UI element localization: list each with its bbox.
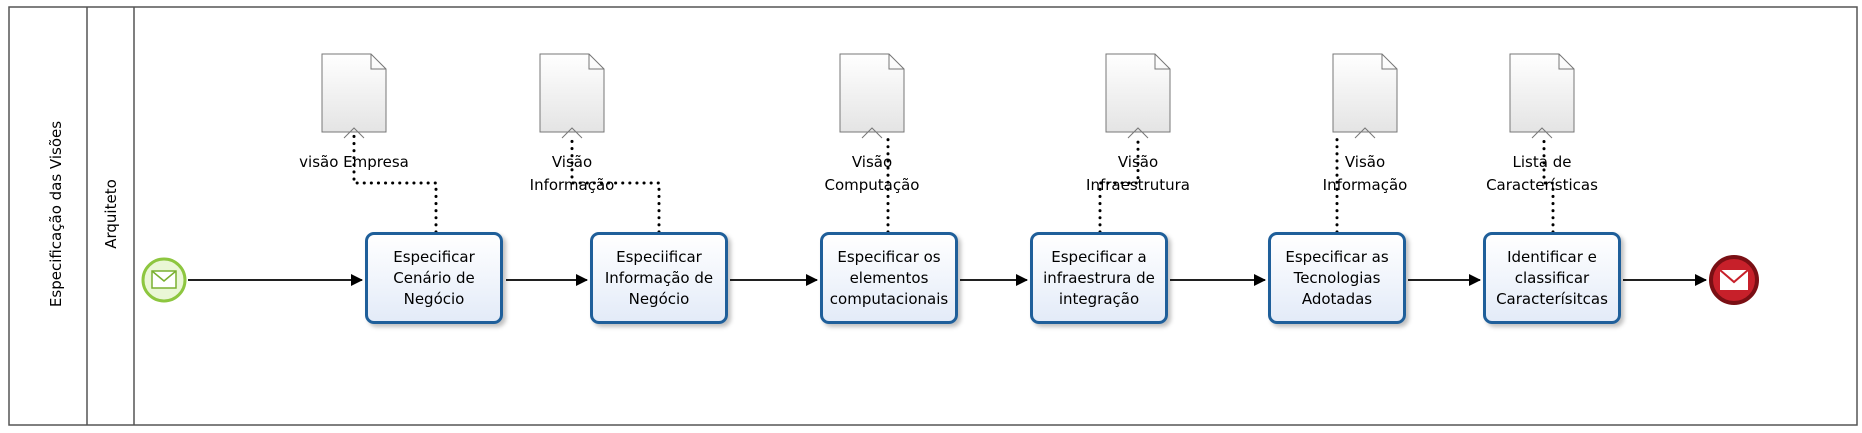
document-label: Visão Informação [529,153,615,194]
task-especificar-tecnologias[interactable]: Especificar as Tecnologias Adotadas [1268,232,1406,324]
document-icon[interactable] [321,53,387,139]
end-event[interactable] [1709,255,1759,305]
envelope-icon [151,270,177,289]
document-label: visão Empresa [299,153,409,171]
document-label: Lista de Características [1486,153,1598,194]
lane-label: Arquiteto [102,179,120,249]
document-icon[interactable] [1509,53,1575,139]
task-especificar-elementos[interactable]: Especificar os elementos computacionais [820,232,958,324]
envelope-icon [1719,269,1749,290]
document-label: Visão Infraestrutura [1086,153,1190,194]
task-identificar-caracteristicas[interactable]: Identificar e classificar Caracterísitca… [1483,232,1621,324]
data-association [570,134,661,234]
task-especificar-informacao[interactable]: Especiificar Informação de Negócio [590,232,728,324]
document-icon[interactable] [839,53,905,139]
start-event[interactable] [141,257,187,303]
task-especificar-cenario[interactable]: Especificar Cenário de Negócio [365,232,503,324]
data-associations [352,134,1555,234]
pool-frame [8,6,1858,426]
data-objects [321,53,1575,139]
pool-label: Especificação das Visões [47,120,65,308]
document-icon[interactable] [539,53,605,139]
document-icon[interactable] [1332,53,1398,139]
task-especificar-infraestrutura[interactable]: Especificar a infraestrura de integração [1030,232,1168,324]
document-label: Visão Informação [1322,153,1408,194]
document-label: Visão Computação [824,153,920,194]
document-icon[interactable] [1105,53,1171,139]
